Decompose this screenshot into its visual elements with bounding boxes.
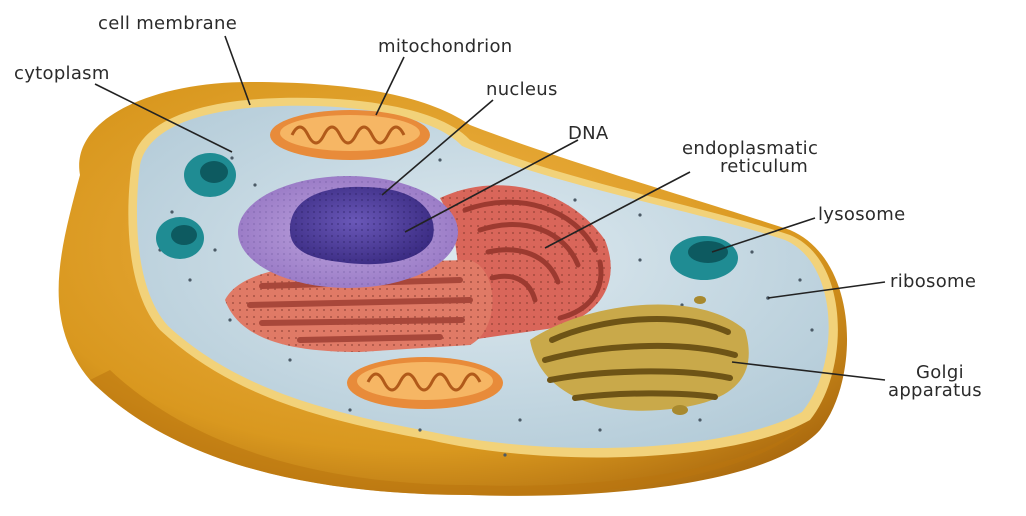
label-cell-membrane: cell membrane <box>98 14 237 34</box>
label-endoplasmatic-line2: reticulum <box>682 158 818 176</box>
label-mitochondrion: mitochondrion <box>378 37 512 57</box>
label-golgi-line2: apparatus <box>888 382 982 400</box>
label-cytoplasm: cytoplasm <box>14 64 110 84</box>
nucleus-shape <box>238 176 458 288</box>
label-golgi-apparatus: Golgi apparatus <box>888 364 982 400</box>
label-nucleus: nucleus <box>486 80 558 100</box>
label-endoplasmatic-reticulum: endoplasmatic reticulum <box>682 140 818 176</box>
label-dna: DNA <box>568 124 609 144</box>
label-ribosome: ribosome <box>890 272 976 292</box>
label-lysosome: lysosome <box>818 205 905 225</box>
